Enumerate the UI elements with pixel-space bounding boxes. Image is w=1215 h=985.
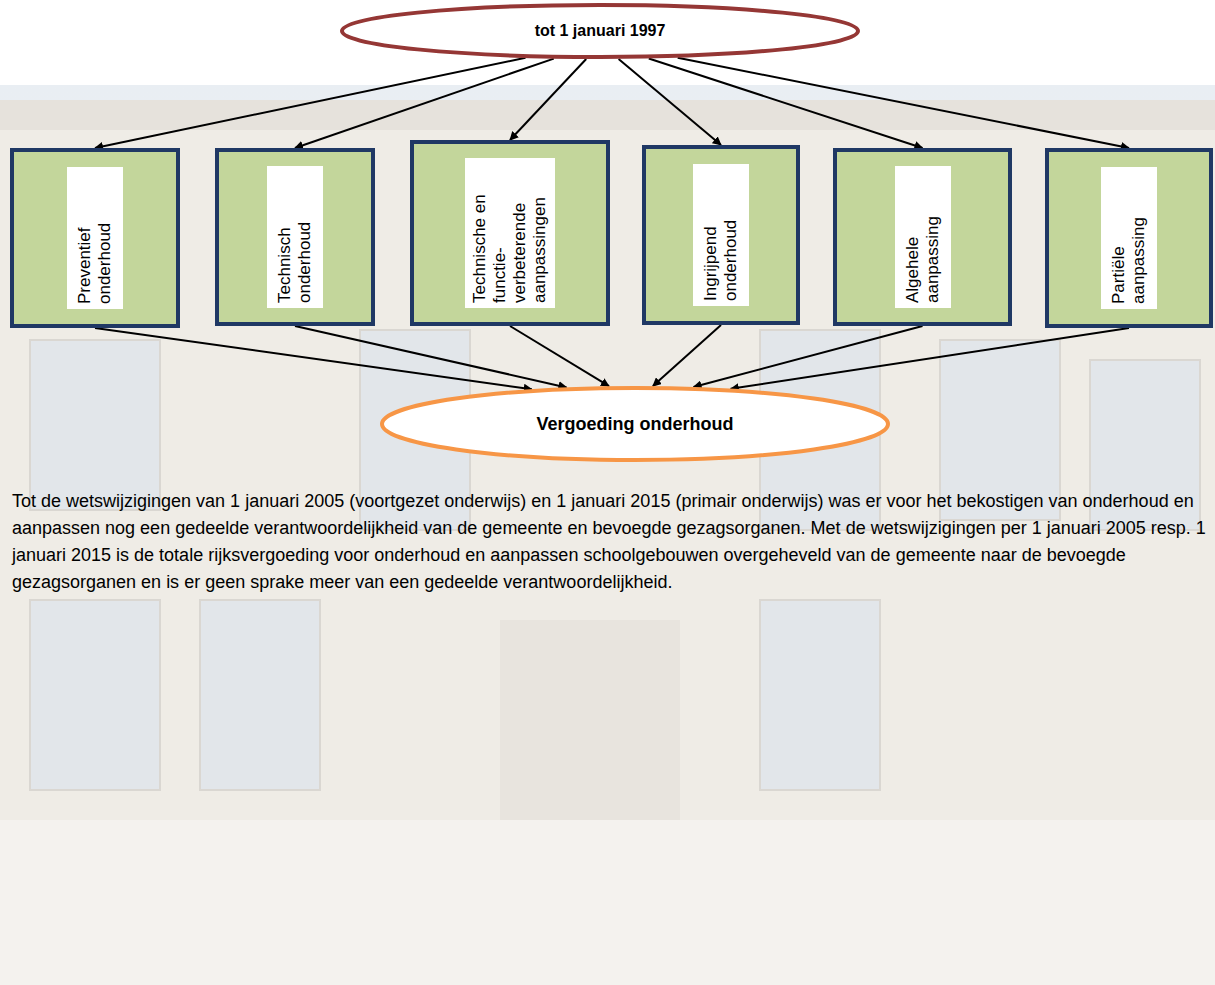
node-text: Partiële aanpassing	[1109, 172, 1149, 304]
process-box: Technische en functie-verbeterende aanpa…	[410, 140, 610, 326]
window	[30, 600, 160, 790]
text-panel: Preventief onderhoud	[67, 167, 123, 309]
text-panel: Algehele aanpassing	[895, 166, 951, 308]
connector-arrow	[95, 328, 532, 389]
building-facade	[0, 120, 1215, 820]
connector-arrow	[510, 326, 609, 386]
ellipse-label: tot 1 januari 1997	[340, 3, 860, 59]
connector-arrow	[95, 58, 526, 148]
node-text: Vergoeding onderhoud	[537, 414, 734, 435]
text-panel: Technisch onderhoud	[267, 166, 323, 308]
window	[30, 340, 160, 510]
window	[200, 600, 320, 790]
ellipse-shape	[382, 388, 888, 460]
ellipse-shape	[342, 5, 858, 57]
connector-arrow	[619, 59, 721, 145]
text-panel: Ingrijpend onderhoud	[693, 164, 749, 306]
text-panel: Technische en functie-verbeterende aanpa…	[465, 158, 555, 308]
node-text: Ingrijpend onderhoud	[701, 169, 741, 301]
connector-arrow	[678, 58, 1129, 148]
process-box: Ingrijpend onderhoud	[642, 145, 800, 325]
window	[760, 600, 880, 790]
process-box: Partiële aanpassing	[1045, 148, 1213, 328]
ellipse-node: tot 1 januari 1997	[340, 3, 860, 59]
node-text: Algehele aanpassing	[903, 171, 943, 303]
ellipse-node: Vergoeding onderhoud	[380, 386, 890, 462]
body-paragraph: Tot de wetswijzigingen van 1 januari 200…	[12, 488, 1210, 596]
node-text: Technisch onderhoud	[275, 171, 315, 303]
entrance	[500, 620, 680, 820]
building-roof	[0, 100, 1215, 130]
photo-ground	[0, 85, 1215, 985]
connector-arrow	[510, 59, 586, 140]
node-text: tot 1 januari 1997	[535, 22, 666, 40]
ellipse-label: Vergoeding onderhoud	[380, 386, 890, 462]
connector-arrow	[653, 325, 721, 386]
connector-arrow	[649, 59, 923, 149]
pavement	[0, 820, 1215, 985]
node-text: Technische en functie-verbeterende aanpa…	[470, 163, 550, 303]
process-box: Preventief onderhoud	[10, 148, 180, 328]
connector-arrow	[731, 328, 1129, 389]
text-panel: Partiële aanpassing	[1101, 167, 1157, 309]
node-text: Preventief onderhoud	[75, 172, 115, 304]
process-box: Technisch onderhoud	[215, 148, 375, 326]
process-box: Algehele aanpassing	[833, 148, 1012, 326]
